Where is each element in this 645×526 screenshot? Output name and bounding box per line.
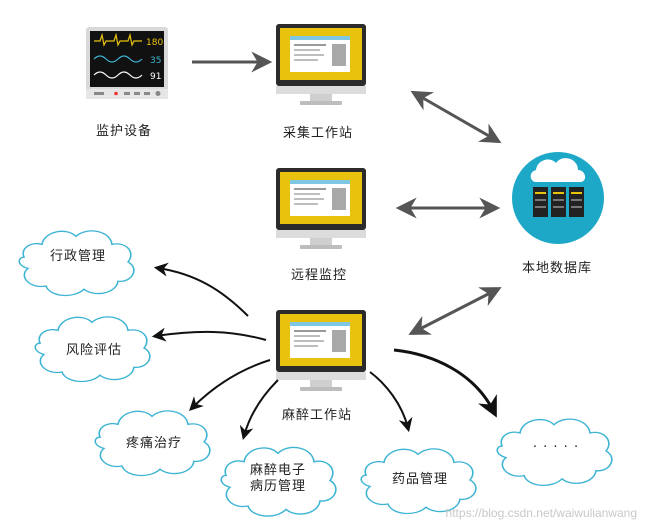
readout-3: 91 [150,72,161,82]
collection-station-label: 采集工作站 [283,126,354,141]
watermark: https://blog.csdn.net/waiwulianwang [445,506,637,520]
readout-1: 180 [146,38,163,48]
admin-management-label: 行政管理 [49,249,106,264]
remote-monitoring-icon [276,168,366,249]
arrow-to-admin [153,262,249,317]
local-database-label: 本地数据库 [522,261,593,276]
risk-assessment-label: 风险评估 [65,343,122,358]
arrow-collection-database [410,90,502,144]
readout-2: 35 [150,56,161,66]
anesthesia-station-label: 麻醉工作站 [282,408,353,423]
arrow-to-pain [189,359,271,411]
remote-monitoring-label: 远程监控 [291,268,348,283]
arrow-to-risk [151,327,267,342]
arrow-to-more [393,348,497,418]
database-icon [512,152,604,244]
pain-treatment-label: 疼痛治疗 [125,436,182,451]
arrow-to-emr [239,379,279,441]
emr-label-line1: 麻醉电子 [249,463,306,478]
arrow-anesthesia-database [408,287,502,335]
more-label: · · · · · [532,440,580,455]
emr-label-line2: 病历管理 [249,479,306,494]
anesthesia-station-icon [276,310,366,391]
collection-station-icon [276,24,366,105]
drug-management-label: 药品管理 [391,472,448,487]
monitor-device-label: 监护设备 [96,124,153,139]
arrow-to-drug [369,371,413,433]
monitor-device-icon: 180 35 91 [86,27,168,99]
